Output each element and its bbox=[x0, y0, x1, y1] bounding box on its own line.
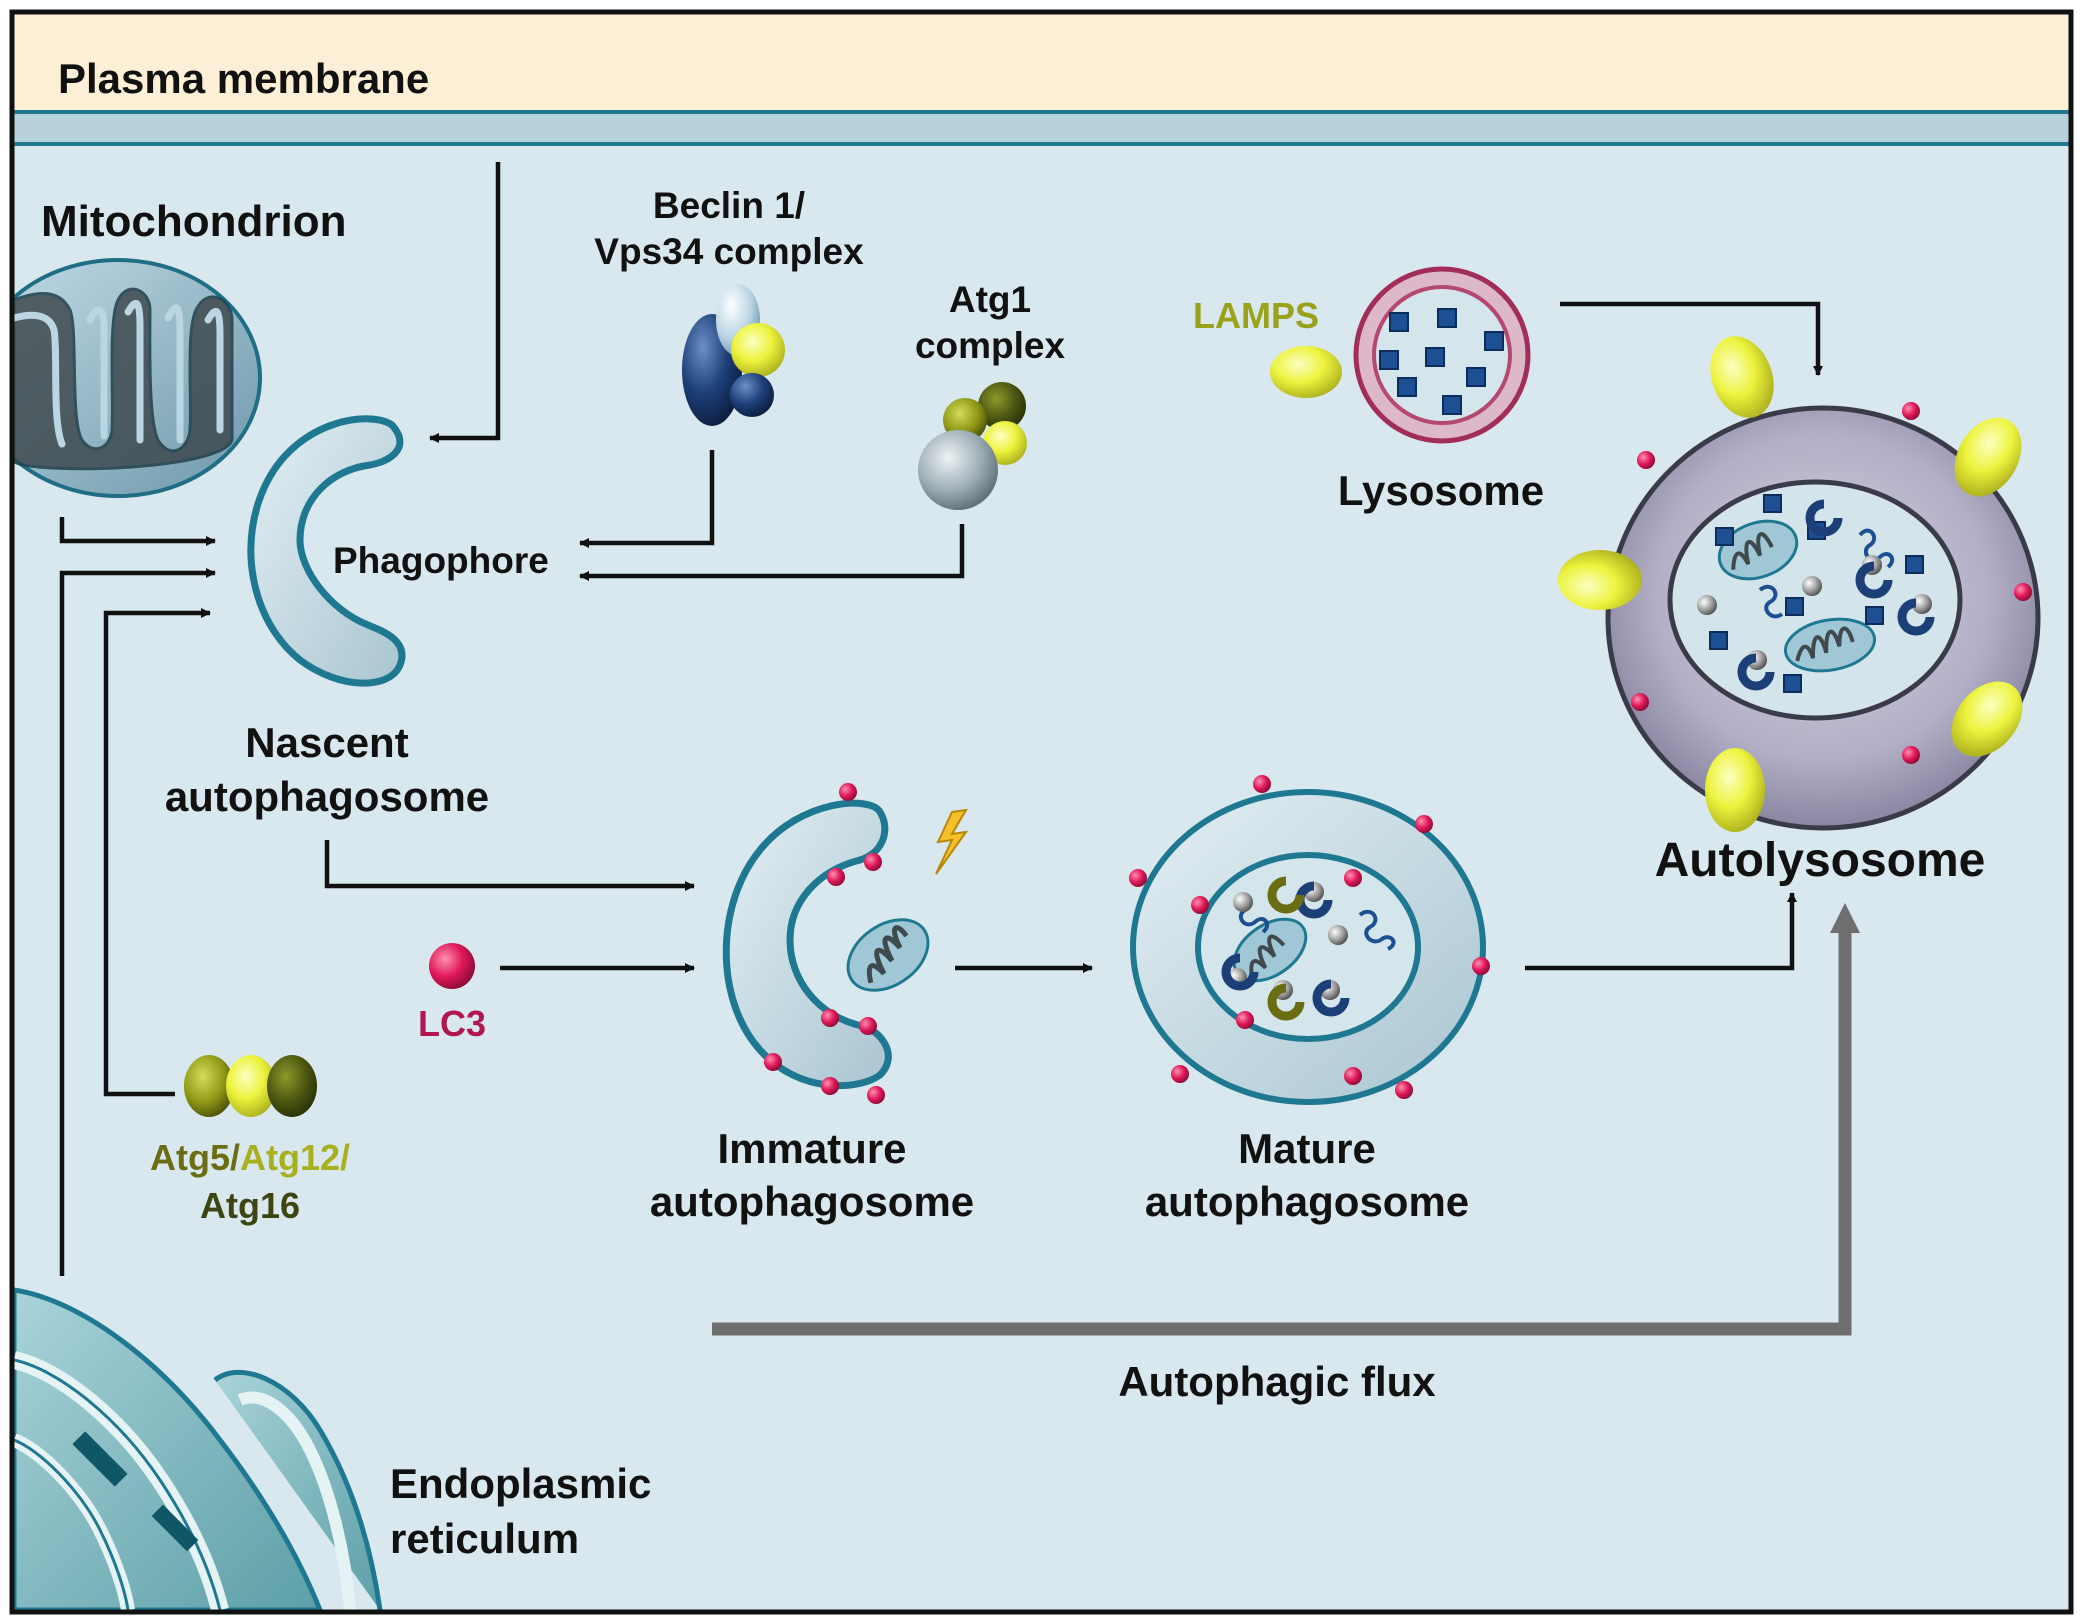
atg16-label: Atg16 bbox=[200, 1185, 300, 1226]
immature-label-line2: autophagosome bbox=[650, 1178, 974, 1225]
atg1-complex-icon bbox=[918, 382, 1027, 510]
atg12-label: Atg12/ bbox=[240, 1137, 350, 1178]
mature-autophagosome bbox=[1130, 789, 1486, 1105]
arrow-mito-to-phagophore bbox=[59, 517, 216, 546]
immature-label-line1: Immature bbox=[717, 1125, 906, 1172]
arrow-beclin-to-phagophore bbox=[579, 450, 715, 548]
arrow-nascent-to-immature bbox=[324, 840, 695, 891]
lc3-molecule-icon bbox=[429, 943, 475, 989]
lamp-protein bbox=[1951, 681, 2023, 757]
plasma-membrane-bilayer bbox=[14, 110, 2069, 146]
atg1-label-line1: Atg1 bbox=[949, 279, 1031, 320]
beclin-label-line1: Beclin 1/ bbox=[653, 185, 805, 226]
autolysosome-label: Autolysosome bbox=[1655, 834, 1986, 887]
atg5-atg12-atg16-complex-icon bbox=[184, 1055, 317, 1117]
arrow-lysosome-to-autolysosome bbox=[1560, 301, 1823, 376]
lc3-dot bbox=[2014, 583, 2032, 601]
lc3-dot bbox=[1191, 896, 1209, 914]
autolysosome-organelle bbox=[1605, 405, 2041, 831]
lc3-dot bbox=[821, 1077, 839, 1095]
lc3-dot bbox=[1236, 1011, 1254, 1029]
er-label-line2: reticulum bbox=[390, 1515, 579, 1562]
atg-complex-label-line1: Atg5/Atg12/ bbox=[150, 1137, 350, 1178]
immature-autophagosome bbox=[722, 799, 969, 1090]
lc3-dot bbox=[1395, 1081, 1413, 1099]
arrow-plasma-to-phagophore bbox=[429, 162, 501, 443]
mitochondrion-label: Mitochondrion bbox=[41, 197, 347, 246]
lc3-label: LC3 bbox=[418, 1003, 486, 1044]
lc3-dot bbox=[1171, 1065, 1189, 1083]
arrow-atg5-to-phagophore bbox=[103, 608, 211, 1097]
lamp-protein-group bbox=[1558, 336, 2023, 832]
arrow-atg1-to-phagophore bbox=[579, 524, 965, 581]
lamp-protein bbox=[1558, 550, 1642, 610]
damage-bolt-icon bbox=[935, 808, 969, 875]
beclin-vps34-complex-icon bbox=[682, 284, 785, 426]
lc3-dot bbox=[859, 1017, 877, 1035]
lc3-dot bbox=[1472, 957, 1490, 975]
figure-frame bbox=[9, 9, 2074, 1615]
lc3-dot bbox=[864, 853, 882, 871]
lc3-dot bbox=[867, 1086, 885, 1104]
lamps-label: LAMPS bbox=[1193, 295, 1319, 336]
lc3-dot bbox=[764, 1053, 782, 1071]
endoplasmic-reticulum-organelle bbox=[14, 1287, 383, 1610]
lc3-dot bbox=[1637, 451, 1655, 469]
lc3-dot bbox=[1129, 869, 1147, 887]
lc3-dot bbox=[1253, 775, 1271, 793]
plasma-membrane-band bbox=[14, 14, 2069, 110]
beclin-label-line2: Vps34 complex bbox=[594, 231, 864, 272]
arrow-mature-to-autolysosome bbox=[1525, 892, 1797, 971]
lc3-dot bbox=[827, 868, 845, 886]
lamp-protein bbox=[1710, 336, 1774, 418]
phagophore-label: Phagophore bbox=[333, 540, 549, 581]
arrow-er-to-phagophore bbox=[59, 568, 216, 1276]
lysosome-label: Lysosome bbox=[1338, 467, 1544, 514]
er-label-line1: Endoplasmic bbox=[390, 1460, 651, 1507]
mature-label-line1: Mature bbox=[1238, 1125, 1376, 1172]
lc3-dot bbox=[1902, 402, 1920, 420]
lc3-dot bbox=[839, 783, 857, 801]
engulfed-mitochondrion-icon bbox=[846, 918, 930, 992]
autophagic-flux-label: Autophagic flux bbox=[1118, 1358, 1436, 1405]
mitochondrion-organelle bbox=[14, 258, 262, 498]
atg1-label-line2: complex bbox=[915, 325, 1066, 366]
pathway-arrows bbox=[59, 162, 1823, 1276]
lc3-dot bbox=[1415, 815, 1433, 833]
lysosome-organelle bbox=[1270, 266, 1531, 444]
plasma-membrane-label: Plasma membrane bbox=[58, 55, 429, 102]
atg5-label: Atg5/ bbox=[150, 1137, 240, 1178]
lamp-protein bbox=[1954, 417, 2022, 497]
lamp-protein bbox=[1705, 748, 1765, 832]
lc3-dot bbox=[1344, 1067, 1362, 1085]
nascent-label-line2: autophagosome bbox=[165, 773, 489, 820]
autophagic-flux-arrow bbox=[712, 903, 1860, 1336]
mature-label-line2: autophagosome bbox=[1145, 1178, 1469, 1225]
lc3-dot bbox=[1902, 746, 1920, 764]
phagophore-membrane bbox=[247, 415, 406, 687]
lc3-dot bbox=[821, 1009, 839, 1027]
lc3-dot-group bbox=[764, 402, 2032, 1104]
nascent-label-line1: Nascent bbox=[245, 719, 408, 766]
lc3-dot bbox=[1631, 693, 1649, 711]
lc3-dot bbox=[1344, 869, 1362, 887]
